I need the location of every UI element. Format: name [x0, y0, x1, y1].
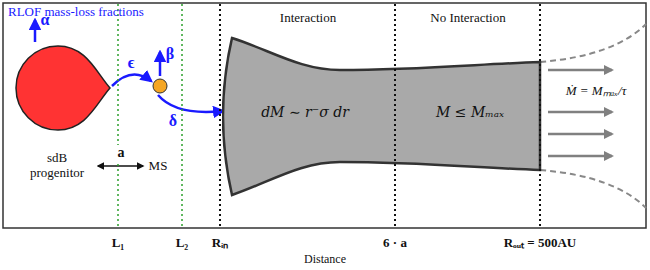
- tick-label: Rₒᵤₜ = 500AU: [504, 236, 577, 251]
- disk-text: dM ∼ r⁻σ dr: [261, 104, 349, 120]
- disk-shape: [223, 38, 540, 195]
- outflow-arrow: [548, 69, 612, 72]
- region-label: Interaction: [280, 11, 336, 26]
- outflow-boundary: [540, 170, 646, 208]
- axis-title: Distance: [304, 253, 346, 267]
- tick-label: 6 · a: [383, 236, 407, 251]
- region-label: No Interaction: [430, 11, 505, 26]
- ms-star: [153, 79, 167, 93]
- disk-region: dM ∼ r⁻σ dr M ≤ Mₘₐₓ: [222, 34, 544, 200]
- outflow-arrow: [548, 155, 612, 158]
- beta-label: β: [166, 45, 174, 63]
- rin-line: [219, 4, 221, 228]
- alpha-arrow: [34, 20, 37, 42]
- beta-arrow: [159, 52, 162, 76]
- alpha-label: α: [41, 11, 50, 29]
- title-label: RLOF mass-loss fractions: [8, 5, 144, 20]
- tick-label: L₂: [176, 236, 189, 251]
- frame: [3, 3, 646, 228]
- delta-label: δ: [169, 112, 177, 130]
- rout-line: [539, 4, 541, 228]
- epsilon-arrow: [112, 75, 151, 86]
- mass-loss-rate: Ṁ = Mₘₐₓ/τ: [566, 84, 627, 99]
- tick-label: L₁: [112, 236, 125, 251]
- outflow-arrow: [548, 111, 612, 114]
- progenitor-label: sdB progenitor: [22, 151, 92, 181]
- l2-line: [181, 4, 183, 228]
- sdb-progenitor-lobe: [16, 46, 110, 130]
- six-a-line: [394, 4, 396, 228]
- outflow-boundary: [540, 24, 646, 62]
- separation-label: a: [116, 145, 127, 161]
- ms-label: MS: [149, 159, 168, 174]
- outflow-arrow: [548, 133, 612, 136]
- separation-arrow: [98, 165, 143, 167]
- tick-label: Rᵢₙ: [212, 236, 229, 251]
- disk-text: M ≤ Mₘₐₓ: [436, 104, 504, 120]
- delta-arrow: [158, 95, 223, 112]
- l1-line: [117, 4, 119, 228]
- epsilon-label: ϵ: [128, 54, 135, 72]
